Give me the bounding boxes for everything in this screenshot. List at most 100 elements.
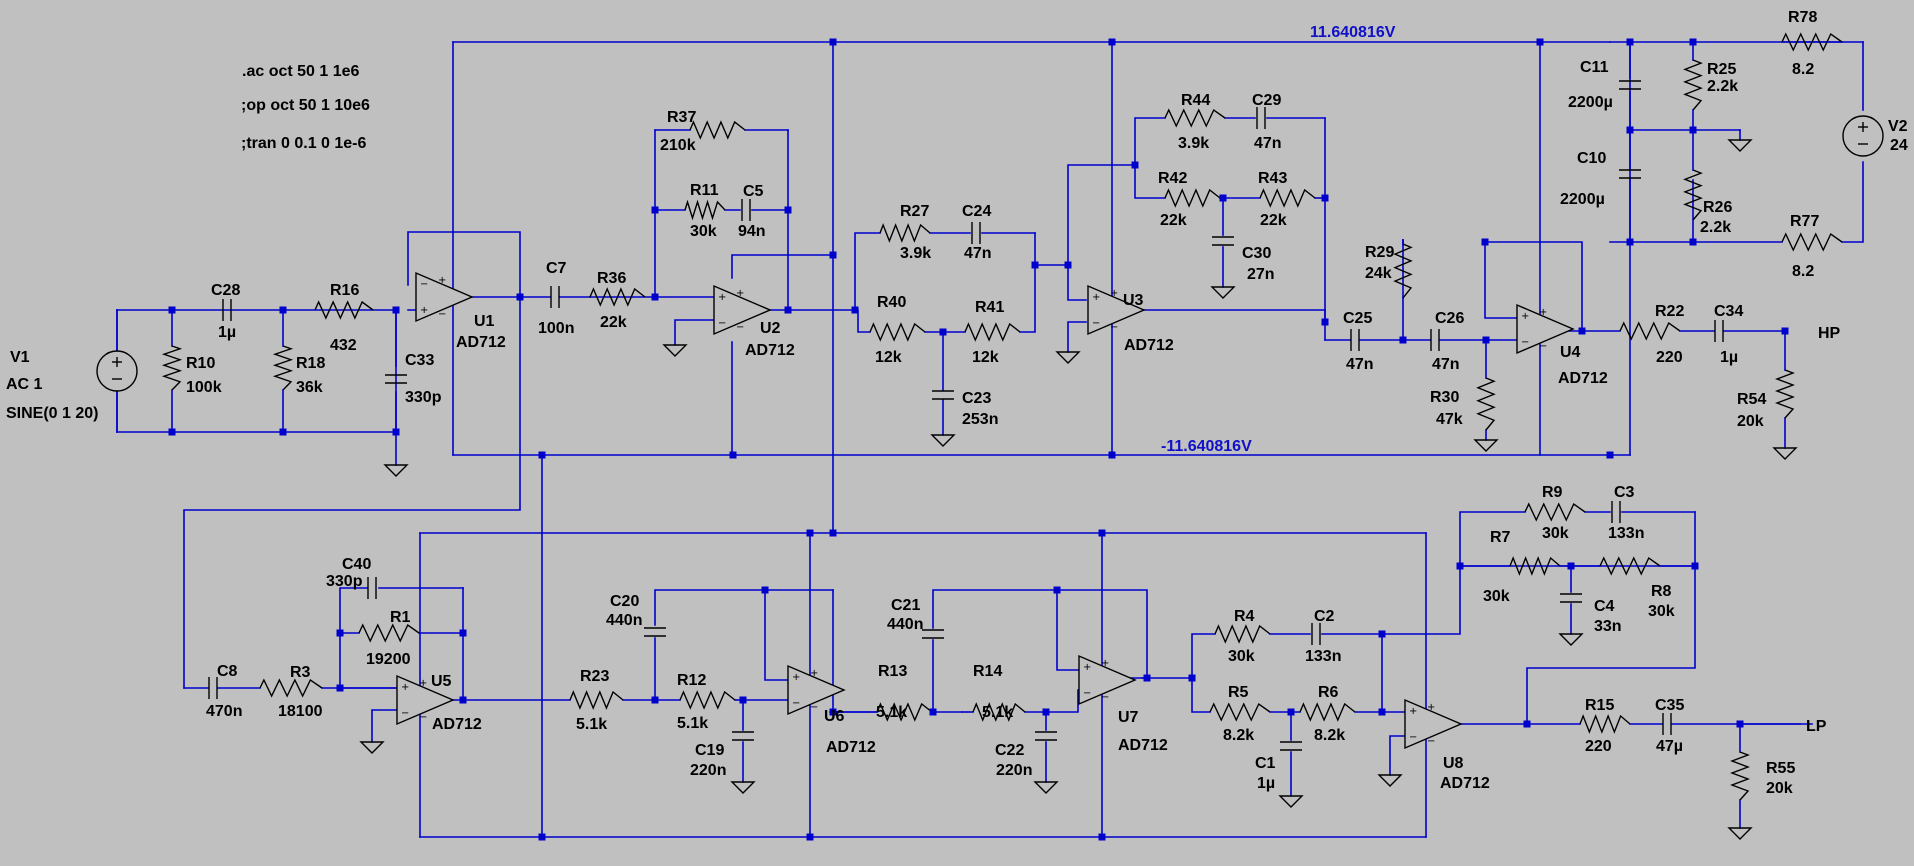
capacitor-c23[interactable]	[932, 390, 954, 400]
resistor-r77[interactable]	[1781, 232, 1843, 252]
capacitor-ref-c25: C25	[1343, 310, 1372, 327]
resistor-r10[interactable]	[161, 345, 183, 391]
resistor-r12[interactable]	[679, 690, 736, 710]
resistor-r6[interactable]	[1299, 702, 1356, 722]
resistor-r44[interactable]	[1164, 108, 1226, 128]
resistor-r8[interactable]	[1599, 556, 1661, 576]
opamp-pin-sign: +	[1539, 307, 1547, 318]
resistor-r22[interactable]	[1619, 321, 1681, 341]
resistor-r78[interactable]	[1781, 32, 1843, 52]
capacitor-c5[interactable]	[741, 199, 751, 221]
opamp-model-u6: AD712	[826, 739, 876, 756]
source-ac-v1: AC 1	[6, 376, 43, 393]
capacitor-c34[interactable]	[1714, 320, 1724, 342]
opamp-u7[interactable]: +−+−	[1078, 654, 1137, 706]
capacitor-c1[interactable]	[1280, 741, 1302, 751]
resistor-r1[interactable]	[358, 623, 420, 643]
resistor-value-r18: 36k	[296, 379, 323, 396]
resistor-ref-r6: R6	[1318, 684, 1339, 701]
resistor-r23[interactable]	[569, 690, 624, 710]
resistor-value-r26: 2.2k	[1700, 219, 1731, 236]
resistor-r14[interactable]	[972, 702, 1026, 722]
capacitor-c4[interactable]	[1560, 593, 1582, 603]
opamp-u3[interactable]: +−+−	[1087, 284, 1146, 336]
capacitor-c20[interactable]	[644, 627, 666, 637]
resistor-value-r42: 22k	[1160, 212, 1187, 229]
opamp-pin-sign: −	[718, 318, 726, 329]
capacitor-ref-c21: C21	[891, 597, 920, 614]
resistor-value-r40: 12k	[875, 349, 902, 366]
resistor-r27[interactable]	[879, 223, 931, 243]
resistor-r42[interactable]	[1164, 188, 1221, 208]
voltage-source-v2[interactable]	[1842, 115, 1884, 157]
resistor-r41[interactable]	[964, 322, 1021, 342]
resistor-r54[interactable]	[1775, 369, 1795, 419]
resistor-r40[interactable]	[869, 322, 926, 342]
resistor-ref-r13: R13	[878, 663, 907, 680]
resistor-r5[interactable]	[1209, 702, 1271, 722]
resistor-ref-r23: R23	[580, 668, 609, 685]
capacitor-c26[interactable]	[1430, 329, 1440, 351]
resistor-r36[interactable]	[589, 287, 646, 307]
resistor-r26[interactable]	[1683, 169, 1703, 221]
opamp-ref-u7: U7	[1118, 709, 1139, 726]
capacitor-c19[interactable]	[732, 731, 754, 741]
output-hp-label: HP	[1818, 325, 1841, 342]
opamp-u5[interactable]: +−+−	[396, 674, 455, 726]
voltage-source-v1[interactable]	[96, 350, 138, 392]
resistor-r29[interactable]	[1393, 243, 1413, 299]
resistor-value-r25: 2.2k	[1707, 78, 1738, 95]
resistor-r43[interactable]	[1259, 188, 1316, 208]
resistor-r15[interactable]	[1579, 714, 1631, 734]
resistor-r9[interactable]	[1524, 502, 1586, 522]
capacitor-c2[interactable]	[1311, 623, 1321, 645]
ground-symbol	[1210, 286, 1236, 299]
resistor-r25[interactable]	[1683, 59, 1703, 111]
capacitor-c10[interactable]	[1619, 169, 1641, 179]
resistor-r11[interactable]	[684, 199, 726, 221]
capacitor-c24[interactable]	[971, 222, 981, 244]
ground-symbol	[930, 434, 956, 447]
resistor-r18[interactable]	[272, 345, 294, 391]
resistor-ref-r18: R18	[296, 355, 325, 372]
opamp-pin-sign: −	[1092, 318, 1100, 329]
opamp-u2[interactable]: +−+−	[713, 284, 772, 336]
opamp-ref-u4: U4	[1560, 344, 1581, 361]
capacitor-c3[interactable]	[1611, 501, 1621, 523]
capacitor-c25[interactable]	[1350, 329, 1360, 351]
capacitor-c21[interactable]	[922, 629, 944, 639]
resistor-r16[interactable]	[314, 300, 374, 320]
capacitor-c33[interactable]	[385, 374, 407, 384]
capacitor-c22[interactable]	[1035, 731, 1057, 741]
opamp-u1[interactable]: −++−	[415, 271, 474, 323]
capacitor-c28[interactable]	[222, 299, 232, 321]
resistor-r55[interactable]	[1730, 751, 1750, 801]
opamp-pin-sign: −	[810, 702, 818, 713]
resistor-ref-r8: R8	[1651, 583, 1672, 600]
capacitor-c30[interactable]	[1212, 236, 1234, 246]
spice-directive-ac: .ac oct 50 1 1e6	[242, 63, 360, 80]
opamp-pin-sign: +	[792, 672, 800, 683]
capacitor-c7[interactable]	[550, 286, 560, 308]
resistor-r4[interactable]	[1214, 624, 1271, 644]
capacitor-c35[interactable]	[1662, 713, 1672, 735]
resistor-value-r16: 432	[330, 337, 357, 354]
opamp-u8[interactable]: +−+−	[1404, 698, 1463, 750]
capacitor-ref-c24: C24	[962, 203, 991, 220]
resistor-ref-r43: R43	[1258, 170, 1287, 187]
resistor-r7[interactable]	[1509, 556, 1561, 576]
components[interactable]: −++−+−+−+−+−+−+−+−+−+−+−+−+−+−+−	[96, 32, 1884, 840]
opamp-u6[interactable]: +−+−	[787, 664, 846, 716]
opamp-pin-sign: −	[1110, 322, 1118, 333]
capacitor-c40[interactable]	[367, 577, 377, 599]
capacitor-c11[interactable]	[1619, 80, 1641, 90]
resistor-r37[interactable]	[689, 120, 746, 140]
capacitor-ref-c40: C40	[342, 556, 371, 573]
capacitor-c29[interactable]	[1256, 107, 1266, 129]
resistor-r3[interactable]	[259, 678, 323, 698]
opamp-u4[interactable]: +−+−	[1516, 303, 1575, 355]
resistor-r13[interactable]	[876, 702, 933, 722]
resistor-r30[interactable]	[1476, 377, 1496, 431]
capacitor-c8[interactable]	[208, 677, 218, 699]
